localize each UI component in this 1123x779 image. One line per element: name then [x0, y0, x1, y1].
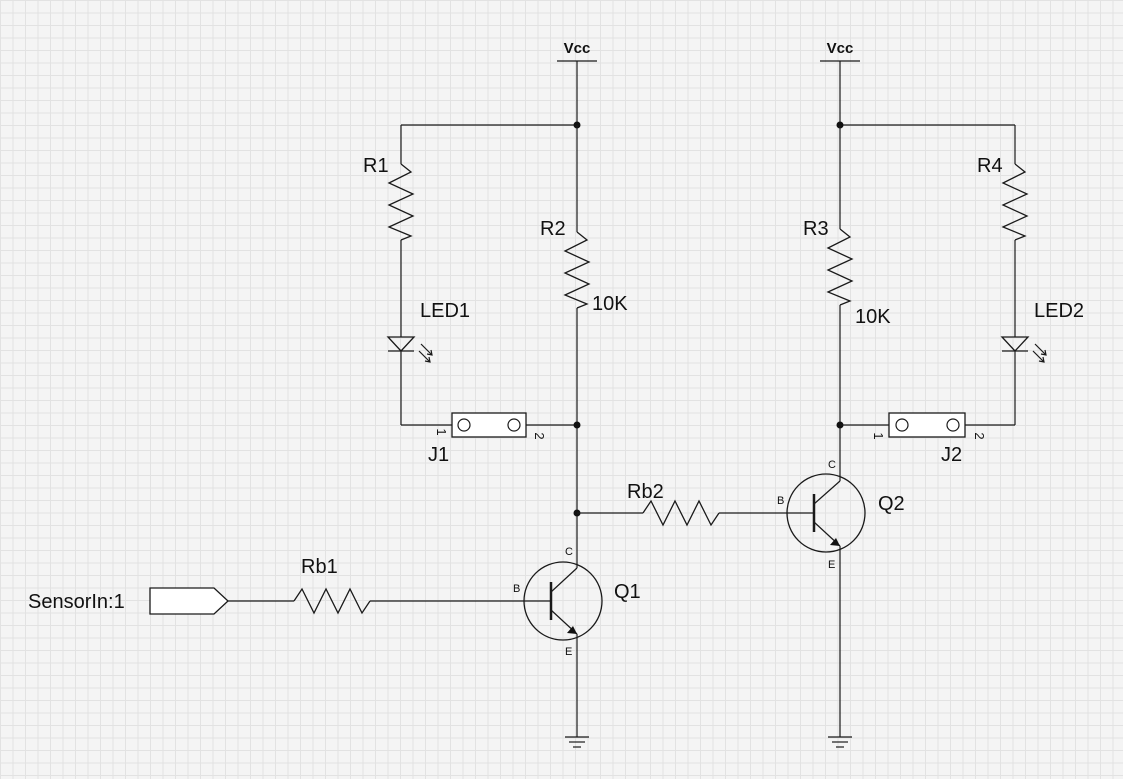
r1-ref-label: R1 — [363, 155, 389, 177]
led2-label: LED2 — [1034, 300, 1084, 322]
sensor-in-label: SensorIn:1 — [28, 591, 125, 613]
r4-ref-label: R4 — [977, 155, 1003, 177]
resistor-r4[interactable]: R4 — [977, 155, 1029, 241]
rb1-ref-label: Rb1 — [301, 556, 338, 578]
j1-pin2-label: 2 — [532, 432, 547, 439]
vcc-left-symbol[interactable]: Vcc — [557, 40, 597, 125]
vcc-right-label: Vcc — [827, 40, 854, 57]
ground-left-icon — [565, 736, 589, 748]
led1-label: LED1 — [420, 300, 470, 322]
r2-ref-label: R2 — [540, 218, 566, 240]
j1-pin1-label: 1 — [434, 428, 449, 435]
r3-value-label: 10K — [855, 306, 891, 328]
j2-ref-label: J2 — [941, 444, 962, 466]
j1-ref-label: J1 — [428, 444, 449, 466]
j2-pin2-label: 2 — [972, 432, 987, 439]
r3-ref-label: R3 — [803, 218, 829, 240]
q1-base-label: B — [513, 583, 520, 595]
q2-collector-label: C — [828, 459, 836, 471]
transistor-q2[interactable]: C B E Q2 — [777, 459, 905, 571]
vcc-right-symbol[interactable]: Vcc — [820, 40, 860, 125]
ground-right-icon — [828, 736, 852, 748]
resistor-rb2[interactable]: Rb2 — [627, 481, 720, 527]
sensor-in-port[interactable]: SensorIn:1 — [28, 587, 229, 615]
j2-pin1-label: 1 — [871, 432, 886, 439]
q2-base-label: B — [777, 495, 784, 507]
transistor-q1[interactable]: C B E Q1 — [513, 546, 641, 658]
resistor-r2[interactable]: R2 10K — [540, 218, 628, 315]
resistor-rb1[interactable]: Rb1 — [293, 556, 371, 615]
r2-value-label: 10K — [592, 293, 628, 315]
q1-emitter-label: E — [565, 646, 572, 658]
jumper-j1[interactable]: 1 2 J1 — [428, 412, 547, 466]
q2-emitter-label: E — [828, 559, 835, 571]
q1-ref-label: Q1 — [614, 581, 641, 603]
jumper-j2[interactable]: 1 2 J2 — [871, 412, 987, 466]
vcc-left-label: Vcc — [564, 40, 591, 57]
rb2-ref-label: Rb2 — [627, 481, 664, 503]
junction-j1-r2 — [573, 421, 581, 429]
led-led2[interactable]: LED2 — [1000, 300, 1084, 363]
resistor-r3[interactable]: R3 10K — [803, 218, 891, 328]
led-led1[interactable]: LED1 — [386, 300, 470, 363]
q2-ref-label: Q2 — [878, 493, 905, 515]
resistor-r1[interactable]: R1 — [363, 155, 415, 241]
q1-collector-label: C — [565, 546, 573, 558]
